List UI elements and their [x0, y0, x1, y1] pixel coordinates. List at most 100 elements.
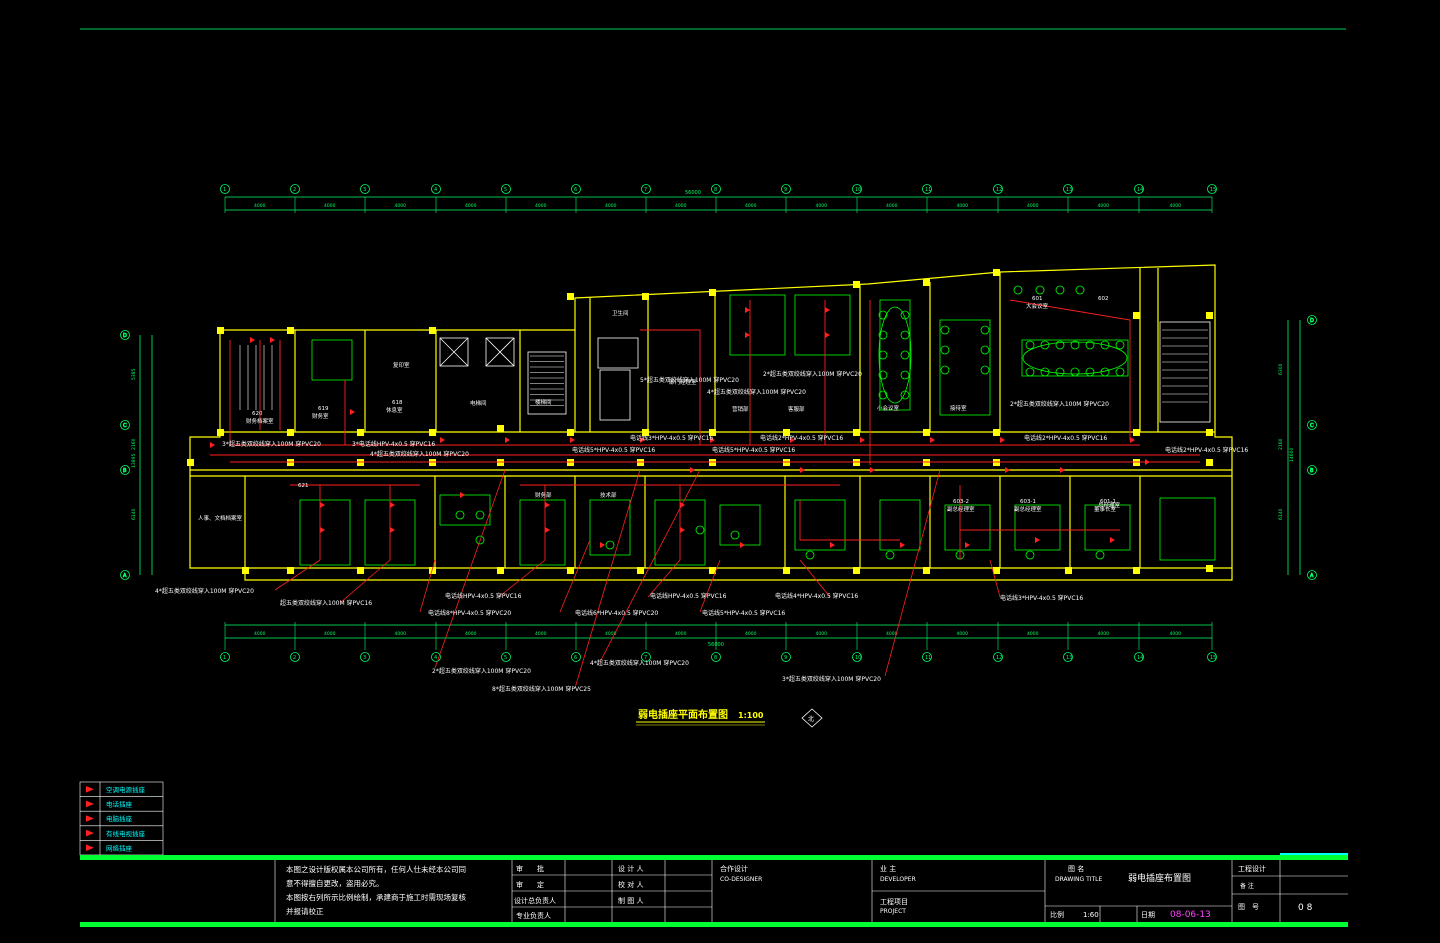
column [993, 429, 1000, 436]
wiring-callout: 2*超五类双绞线穿入100M 穿PVC20 [432, 667, 531, 675]
chair [1040, 367, 1050, 377]
chair [1025, 550, 1035, 560]
column [497, 567, 504, 574]
tb-role-4: 专业负责人 [516, 911, 551, 920]
side-dim: 6140 [131, 508, 137, 520]
column [1133, 567, 1140, 574]
bay-dim: 4000 [605, 203, 617, 209]
side-dim: 6300 [1278, 363, 1284, 375]
column [1206, 459, 1213, 466]
room-sub-label: 董事长室 [1094, 505, 1117, 513]
column [923, 567, 930, 574]
chair [878, 330, 888, 340]
chair [1100, 367, 1110, 377]
wiring-callout: 电话线4*HPV-4x0.5 穿PVC16 [775, 592, 858, 600]
side-dim: 5385 [131, 368, 137, 380]
grid-axis-bubble [1063, 652, 1073, 662]
column [1206, 312, 1213, 319]
grid-axis-bubble [1134, 184, 1144, 194]
grid-axis-bubble [290, 184, 300, 194]
column [783, 567, 790, 574]
room-sub-label: 副总经理室 [947, 505, 975, 513]
tb-owner-cn: 业 主 [880, 864, 896, 873]
room-label: 小会议室 [877, 404, 900, 412]
grid-axis-label: 2 [293, 655, 296, 661]
chair [1115, 367, 1125, 377]
row-axis-label: C [123, 423, 127, 429]
grid-axis-label: 13 [1066, 187, 1072, 193]
socket-marker [825, 332, 830, 338]
wiring-callout: 3*超五类双绞线穿入100M 穿PVC20 [222, 440, 321, 448]
row-axis-label: D [1310, 318, 1314, 324]
wiring-callout: 超五类双绞线穿入100M 穿PVC16 [280, 599, 372, 607]
chair [730, 530, 740, 540]
wiring-callout: 电话线5*HPV-4x0.5 穿PVC16 [702, 609, 785, 617]
chair [1085, 340, 1095, 350]
column [923, 459, 930, 466]
column [357, 459, 364, 466]
wiring-callout: 2*超五类双绞线穿入100M 穿PVC20 [763, 370, 862, 378]
chair [695, 525, 705, 535]
grid-axis-label: 8 [714, 187, 717, 193]
wiring-callout: 电话线HPV-4x0.5 穿PVC16 [445, 592, 522, 600]
grid-axis-label: 11 [925, 187, 931, 193]
tb-note-4: 并报请校正 [286, 906, 324, 916]
row-axis-bubble [120, 330, 130, 340]
drawing-scale: 1:100 [738, 711, 764, 720]
chair [1100, 340, 1110, 350]
grid-axis-bubble [711, 184, 721, 194]
grid-axis-bubble [571, 184, 581, 194]
grid-axis-bubble [781, 184, 791, 194]
chair [1025, 367, 1035, 377]
room-label: 复印室 [393, 361, 410, 369]
grid-axis-bubble [993, 652, 1003, 662]
svg-text:北: 北 [808, 715, 814, 723]
building-walls [189, 264, 1233, 581]
title-block: 本图之设计版权属本公司所有，任何人仕未经本公司同 意不得擅自更改，盗用必究。 本… [80, 853, 1348, 927]
bay-dim: 4000 [1170, 203, 1182, 209]
grid-axis-label: 4 [434, 655, 437, 661]
column [429, 327, 436, 334]
room-label: 人事、文档档案室 [198, 514, 243, 522]
row-axis-bubble [1307, 465, 1317, 475]
socket-marker [825, 307, 830, 313]
wiring-callout: 电话线HPV-4x0.5 穿PVC16 [650, 592, 727, 600]
socket-marker [800, 467, 805, 473]
wiring-callout: 电话线3*HPV-4x0.5 穿PVC16 [630, 434, 713, 442]
column [217, 327, 224, 334]
top-dimension-chain [225, 196, 1212, 211]
grid-axis-label: 9 [784, 655, 787, 661]
tb-title-en: DRAWING TITLE [1055, 876, 1103, 883]
socket-marker [965, 542, 970, 548]
chair [900, 330, 910, 340]
column [1206, 429, 1213, 436]
column [567, 293, 574, 300]
tb-role2-1: 设 计 人 [618, 864, 643, 873]
chair [900, 370, 910, 380]
socket-marker [640, 437, 645, 443]
wiring-callout: 4*超五类双绞线穿入100M 穿PVC20 [370, 450, 469, 458]
side-dim: 6140 [1278, 508, 1284, 520]
structural-columns [187, 269, 1213, 574]
socket-marker [1000, 437, 1005, 443]
grid-axis-bubble [993, 184, 1003, 194]
socket-marker [440, 437, 445, 443]
chair [805, 550, 815, 560]
tb-sheet-label: 图 号 [1238, 903, 1259, 911]
column [567, 567, 574, 574]
column [709, 459, 716, 466]
row-axis-bubble [120, 465, 130, 475]
grid-axis-bubble [1207, 652, 1217, 662]
bay-dim: 4000 [465, 631, 477, 637]
socket-marker [900, 542, 905, 548]
bottom-dimension-chain [225, 624, 1212, 639]
grid-axis-label: 11 [925, 655, 931, 661]
chair [900, 390, 910, 400]
wiring-callout: 电话线5*HPV-4x0.5 穿PVC16 [572, 446, 655, 454]
stair-elevator [439, 321, 1211, 423]
column [429, 459, 436, 466]
bay-dim: 4000 [957, 203, 969, 209]
chair [1070, 340, 1080, 350]
